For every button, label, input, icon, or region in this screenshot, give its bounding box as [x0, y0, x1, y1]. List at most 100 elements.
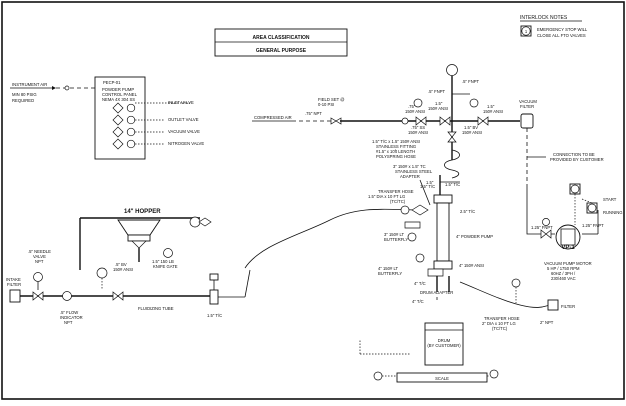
valve-a-size: .75"	[408, 104, 416, 109]
area-classification-box: AREA CLASSIFICATION GENERAL PURPOSE	[214, 28, 348, 57]
adapter-2: STAINLESS STEEL	[395, 169, 433, 174]
vacuum-pump-body	[555, 224, 581, 250]
flow-indicator-2: INDICATOR	[60, 315, 83, 320]
hopper-section: 14" HOPPER 1.5" 150 LB KNIFE GATE FLUIDI…	[40, 209, 245, 318]
flow-indicator-3: NPT	[64, 320, 73, 325]
instrument-air-pressure: MIN 80 PSIG	[12, 92, 37, 97]
needle-valve-3: NPT	[35, 259, 44, 264]
hopper-body	[117, 219, 161, 236]
panel-line-1: POWDER PUMP	[102, 87, 134, 92]
top-manifold: .5" FNPT .5" FNPT .75" 150# ANSI 1.5" 15…	[372, 64, 503, 179]
transfer-hose-upper-line	[244, 208, 421, 269]
pump-tc-2: 1.5" T/C	[420, 184, 435, 189]
panel-output-outlet-valve: OUTLET VALVE	[168, 117, 199, 122]
transfer-hose-bottom-1: TRANSFER HOSE	[484, 316, 520, 321]
pump-tc-3: 2.5" T/C	[460, 209, 475, 214]
panel-line-3: NEMA 4X 304 SS	[102, 97, 135, 102]
interlock-note-text-2: CLOSE ALL FTO VALVES	[537, 33, 586, 38]
adapter-3: ADAPTER	[400, 174, 420, 179]
intake-filter-label-1: INTAKE	[6, 277, 21, 282]
transfer-hose-top-3: (TC/TC)	[390, 199, 406, 204]
drum-label-1: DRUM	[438, 338, 451, 343]
valve-a-ansi: 150# ANSI	[405, 109, 425, 114]
vacuum-section: VACUUM FILTER CONNECTION TO BE PROVIDED …	[519, 99, 623, 281]
interlock-note-text-1: EMERGENCY STOP WILL	[537, 27, 588, 32]
upper-butterfly-1: 3" 150# LT	[384, 232, 404, 237]
lower-butterfly-2: BUTTERFLY	[378, 271, 402, 276]
vacuum-pump-spec-4: 230/460 VAC	[551, 276, 576, 281]
right-filter	[547, 299, 559, 311]
interlock-note-number: 1	[525, 29, 528, 34]
instrument-air-label: INSTRUMENT AIR	[12, 82, 47, 87]
panel-tag: PECP-01	[103, 80, 121, 85]
knife-gate-2: KNIFE GATE	[153, 264, 178, 269]
transfer-hose-lower-line	[459, 281, 551, 308]
compressed-air-npt: .75" NPT	[305, 111, 322, 116]
drum-adapter: DRUM ADAPTER	[420, 290, 453, 295]
scale-label: SCALE	[435, 376, 449, 381]
panel-interlock-diamonds	[112, 102, 136, 150]
right-filter-label: FILTER	[561, 304, 575, 309]
panel-line-2: CONTROL PANEL	[102, 92, 138, 97]
adapter-1: 3" 150# x 1.5" TC	[393, 164, 426, 169]
fitting-label-2: STAINLESS FITTING	[376, 144, 416, 149]
valve-e-size: 1.5" BV	[464, 125, 478, 130]
inlet-section: INTAKE FILTER .5" NEEDLE VALVE NPT .5" F…	[6, 249, 108, 325]
drum-and-scale: DRUM (BY CUSTOMER) SCALE	[359, 322, 499, 383]
hs-start-balloon	[570, 184, 580, 194]
flow-indicator-1: .5" FLOW	[60, 310, 78, 315]
vacuum-filter-label-2: FILTER	[520, 104, 534, 109]
interlock-notes: INTERLOCK NOTES 1 EMERGENCY STOP WILL CL…	[520, 15, 588, 38]
valve-e-ansi: 150# ANSI	[462, 130, 482, 135]
pump-tc-4b: 4" T/C	[412, 299, 424, 304]
panel-output-lines	[135, 102, 165, 145]
area-classification-title: AREA CLASSIFICATION	[253, 35, 310, 41]
drum-label-2: (BY CUSTOMER)	[427, 343, 461, 348]
top-fnpt-1: .5" FNPT	[462, 79, 480, 84]
fitting-label-4: POLYSPRING HOSE	[376, 154, 416, 159]
transfer-hose-bottom-3: (TC/TC)	[492, 326, 508, 331]
needle-valve-2: VALVE	[33, 254, 46, 259]
vacuum-pump-outlet: 1.25" FNPT	[582, 223, 604, 228]
field-set-range: 0-10 PSI	[318, 102, 334, 107]
valve-d-size: 1.5"	[487, 104, 495, 109]
intake-filter-label-2: FILTER	[7, 282, 21, 287]
vacuum-pump-inlet: 1.25" FNPT	[531, 225, 553, 230]
instrument-air: INSTRUMENT AIR MIN 80 PSIG REQUIRED	[10, 82, 95, 103]
vacuum-filter-label-1: VACUUM	[519, 99, 537, 104]
panel-output-vacuum-valve: VACUUM VALVE	[168, 129, 200, 134]
connection-note-2: PROVIDED BY CUSTOMER	[550, 157, 604, 162]
fluidizing-tube: FLUIDIZING TUBE	[138, 306, 174, 311]
valve-b-size: 1.5"	[435, 101, 443, 106]
start-label: START	[603, 197, 617, 202]
vacuum-pump-spec-2: 5 HP / 1750 RPM	[547, 266, 580, 271]
hopper-bv: .5" BV	[115, 262, 127, 267]
panel-output-inlet-valve: INLET VALVE	[168, 100, 194, 105]
transfer-hose-upper: TRANSFER HOSE 1.5" DIA x 10 FT LG (TC/TC…	[244, 164, 433, 269]
knife-gate-1: 1.5" 150 LB	[152, 259, 174, 264]
right-filter-npt: 2" NPT	[540, 320, 554, 325]
running-label: RUNNING	[603, 210, 623, 215]
hopper-tc-out: 1.5" T/C	[207, 313, 222, 318]
top-fnpt-2: .5" FNPT	[428, 89, 446, 94]
pump-ansi-4: 4" 150# ANSI	[459, 263, 484, 268]
compressed-air-line: COMPRESSED AIR FIELD SET @ 0-10 PSI .75"…	[252, 97, 520, 125]
transfer-hose-top-1: TRANSFER HOSE	[378, 189, 414, 194]
compressed-air-label: COMPRESSED AIR	[254, 115, 292, 120]
top-gauge-balloon	[446, 64, 458, 76]
panel-output-nitrogen-valve: NITROGEN VALVE	[168, 141, 204, 146]
valve-c-size: .75" SS	[411, 125, 425, 130]
hopper-title: 14" HOPPER	[124, 209, 161, 215]
instrument-air-required: REQUIRED	[12, 98, 34, 103]
signal-lines	[165, 102, 251, 298]
transfer-hose-lower: TRANSFER HOSE 2" DIA x 10 FT LG (TC/TC) …	[459, 278, 575, 331]
pump-tc-1: 1.5" T/C	[445, 182, 460, 187]
fitting-label-3: #1.5" x 10ft LENGTH	[376, 149, 415, 154]
connection-note-1: CONNECTION TO BE	[553, 152, 595, 157]
vacuum-pump-spec-1: VACUUM PUMP MOTOR	[544, 261, 592, 266]
area-classification-value: GENERAL PURPOSE	[256, 48, 307, 54]
upper-butterfly-2: BUTTERFLY	[384, 237, 408, 242]
fitting-label-1: 1.5" T/C x 1.5" 150# ANSI	[372, 139, 420, 144]
